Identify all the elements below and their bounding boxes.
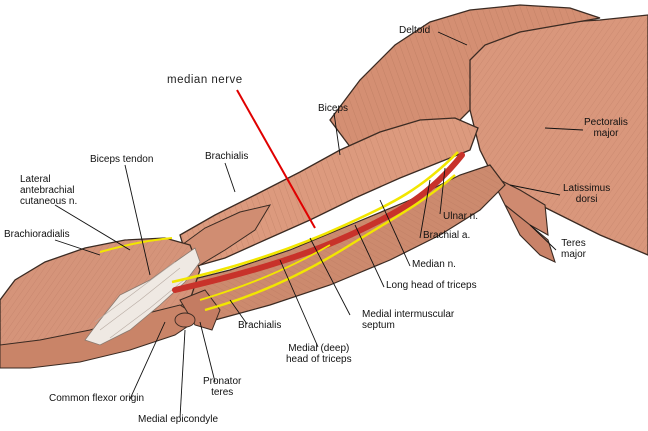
ulnar-nerve-branch: [199, 244, 331, 301]
medial-epicondyle: [174, 312, 196, 328]
label-teres-major: Teres major: [561, 238, 587, 260]
label-brachialis-upper: Brachialis: [205, 151, 249, 162]
ulnar-nerve: [204, 174, 456, 312]
label-common-flexor-origin: Common flexor origin: [49, 393, 145, 404]
label-pectoralis-major: Pectoralis major: [584, 117, 628, 139]
label-biceps-tendon: Biceps tendon: [90, 154, 154, 165]
label-medial-epicondyle: Medial epicondyle: [138, 414, 219, 425]
label-median-n: Median n.: [412, 259, 456, 270]
brachial-artery: [172, 152, 465, 293]
label-medial-intermuscular-septum: Medial intermuscular septum: [362, 309, 455, 331]
median-nerve-highlight-label: median nerve: [167, 74, 243, 86]
leader-lines: [54, 31, 584, 419]
label-biceps: Biceps: [318, 103, 349, 114]
label-brachioradialis: Brachioradialis: [4, 229, 70, 240]
label-long-head-of-triceps: Long head of triceps: [386, 280, 477, 291]
label-medial-deep-head-of-triceps: Medial (deep) head of triceps: [286, 343, 352, 365]
label-pronator-teres: Pronator teres: [203, 376, 242, 398]
brachialis-muscle: [174, 204, 272, 269]
label-brachialis-lower: Brachialis: [238, 320, 282, 331]
label-lateral-antebrachial-cutaneous-n: Lateral antebrachial cutaneous n.: [20, 174, 78, 207]
median-nerve: [171, 151, 459, 284]
label-brachial-artery: Brachial a.: [423, 230, 471, 241]
label-latissimus-dorsi: Latissimus dorsi: [563, 183, 611, 205]
label-deltoid: Deltoid: [399, 25, 431, 36]
lateral-antebrachial-cutaneous-nerve: [99, 237, 173, 253]
label-ulnar-nerve: Ulnar n.: [443, 211, 479, 222]
median-nerve-pointer: [236, 89, 316, 229]
